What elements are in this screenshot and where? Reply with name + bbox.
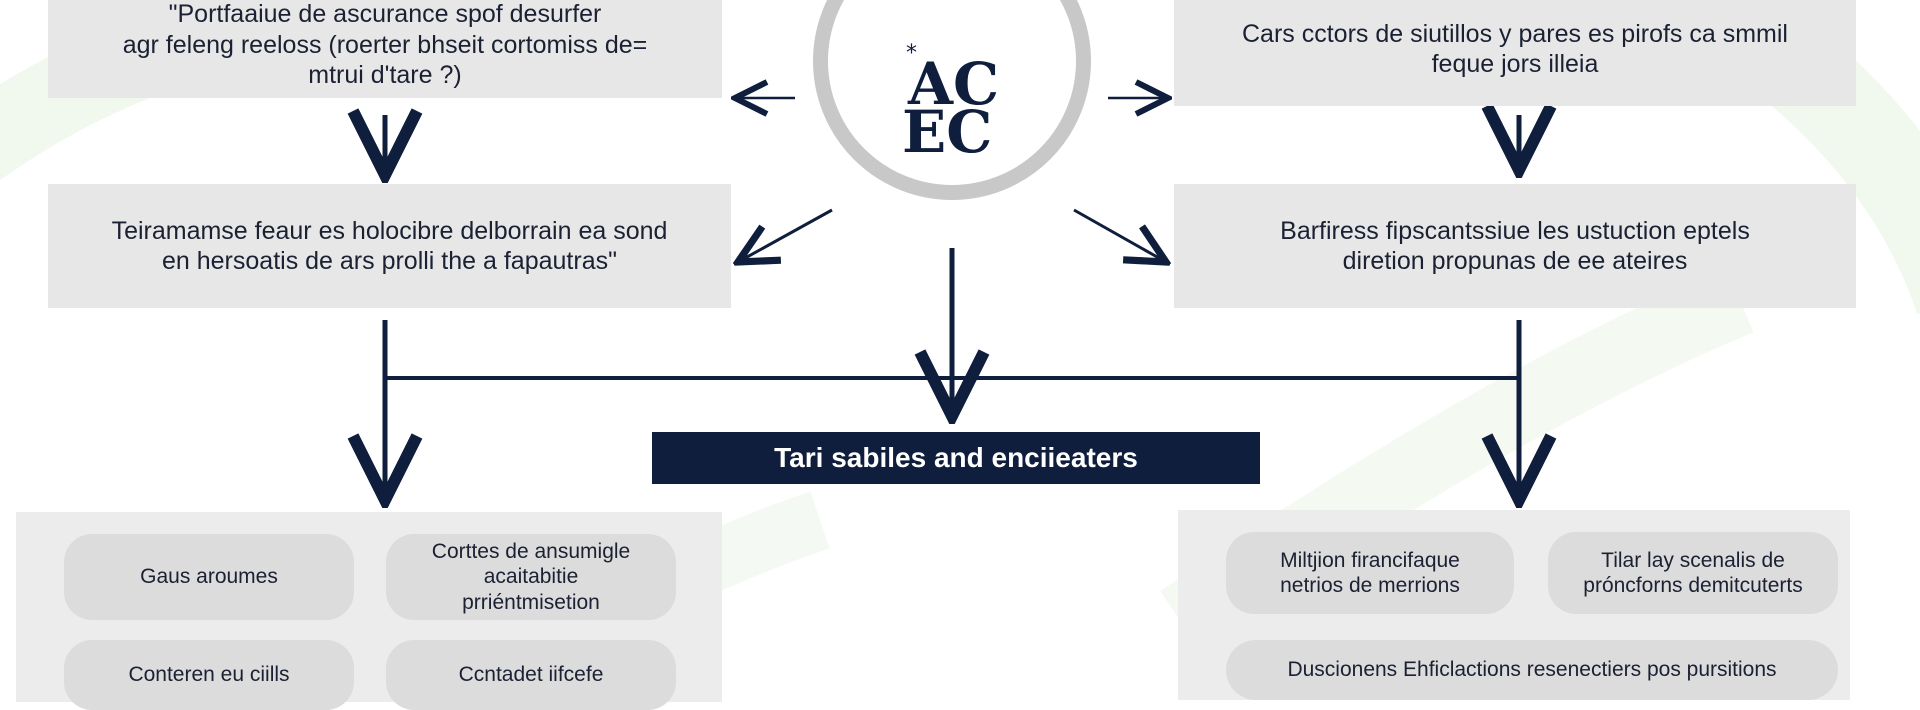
box-top-left: "Portfaaiue de ascurance spof desurfer a… — [48, 0, 722, 98]
right-panel-item: Duscionens Ehficlactions resenectiers po… — [1226, 640, 1838, 700]
logo-star: * — [906, 41, 917, 66]
connector-lines — [0, 0, 1920, 680]
arrow-logo-to-mid-right — [1073, 208, 1166, 262]
banner-label: Tari sabiles and enciieaters — [774, 442, 1138, 473]
left-panel-item: Conteren eu ciills — [64, 640, 354, 710]
ac-logo-icon: * AC EC — [888, 40, 1028, 166]
box-mid-right-text: Barfiress fipscantssiue les ustuction ep… — [1280, 216, 1750, 276]
arrow-logo-to-mid-left — [738, 208, 833, 262]
central-banner: Tari sabiles and enciieaters — [652, 432, 1260, 484]
right-panel-item: Miltjion firancifaque netrios de merrion… — [1226, 532, 1514, 614]
right-panel-item: Tilar lay scenalis de próncforns demitcu… — [1548, 532, 1838, 614]
box-top-left-text: "Portfaaiue de ascurance spof desurfer a… — [122, 0, 648, 90]
logo-top-letters: AC — [907, 50, 999, 118]
box-mid-right: Barfiress fipscantssiue les ustuction ep… — [1174, 184, 1856, 308]
left-panel-item: Ccntadet iifcefe — [386, 640, 676, 710]
box-top-right-text: Cars cctors de siutillos y pares es piro… — [1242, 19, 1788, 79]
left-panel-item: Gaus aroumes — [64, 534, 354, 620]
left-panel-item: Corttes de ansumigle acaitabitie prriént… — [386, 534, 676, 620]
box-mid-left-text: Teiramamse feaur es holocibre delborrain… — [111, 216, 668, 276]
logo-bottom-letters: EC — [902, 98, 992, 160]
box-mid-left: Teiramamse feaur es holocibre delborrain… — [48, 184, 731, 308]
box-top-right: Cars cctors de siutillos y pares es piro… — [1174, 0, 1856, 106]
